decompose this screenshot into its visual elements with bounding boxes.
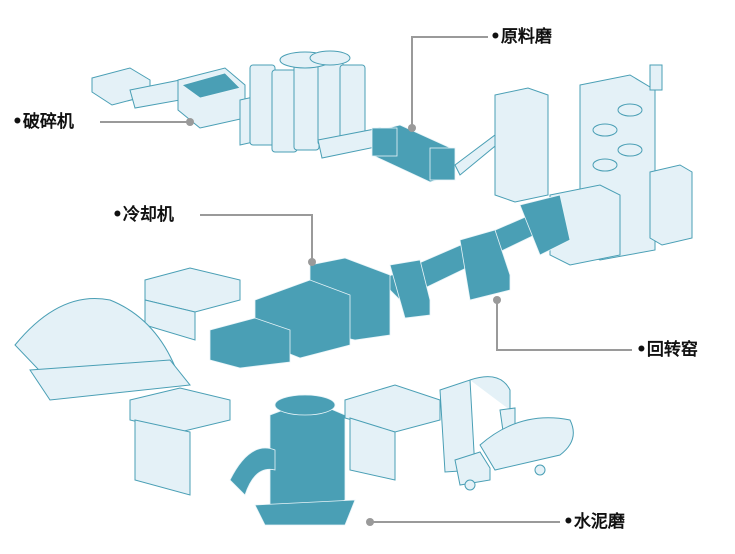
crusher-equipment [91,67,263,146]
leader-lines [100,36,632,526]
label-crusher: •破碎机 [12,112,74,132]
cement-mill-equipment [129,376,516,526]
rotary-kiln-equipment [379,194,571,319]
raw-material-silos [249,50,386,159]
label-cooler: •冷却机 [112,205,174,225]
preheater-tower [494,64,693,266]
label-raw-mill: •原料磨 [490,27,552,47]
cooler-equipment [209,257,391,369]
raw-mill-equipment [371,124,501,183]
label-rotary-kiln: •回转窑 [636,340,698,360]
cement-tanker-truck [454,417,574,491]
label-cement-mill: •水泥磨 [563,512,625,532]
clinker-storage [14,267,241,401]
